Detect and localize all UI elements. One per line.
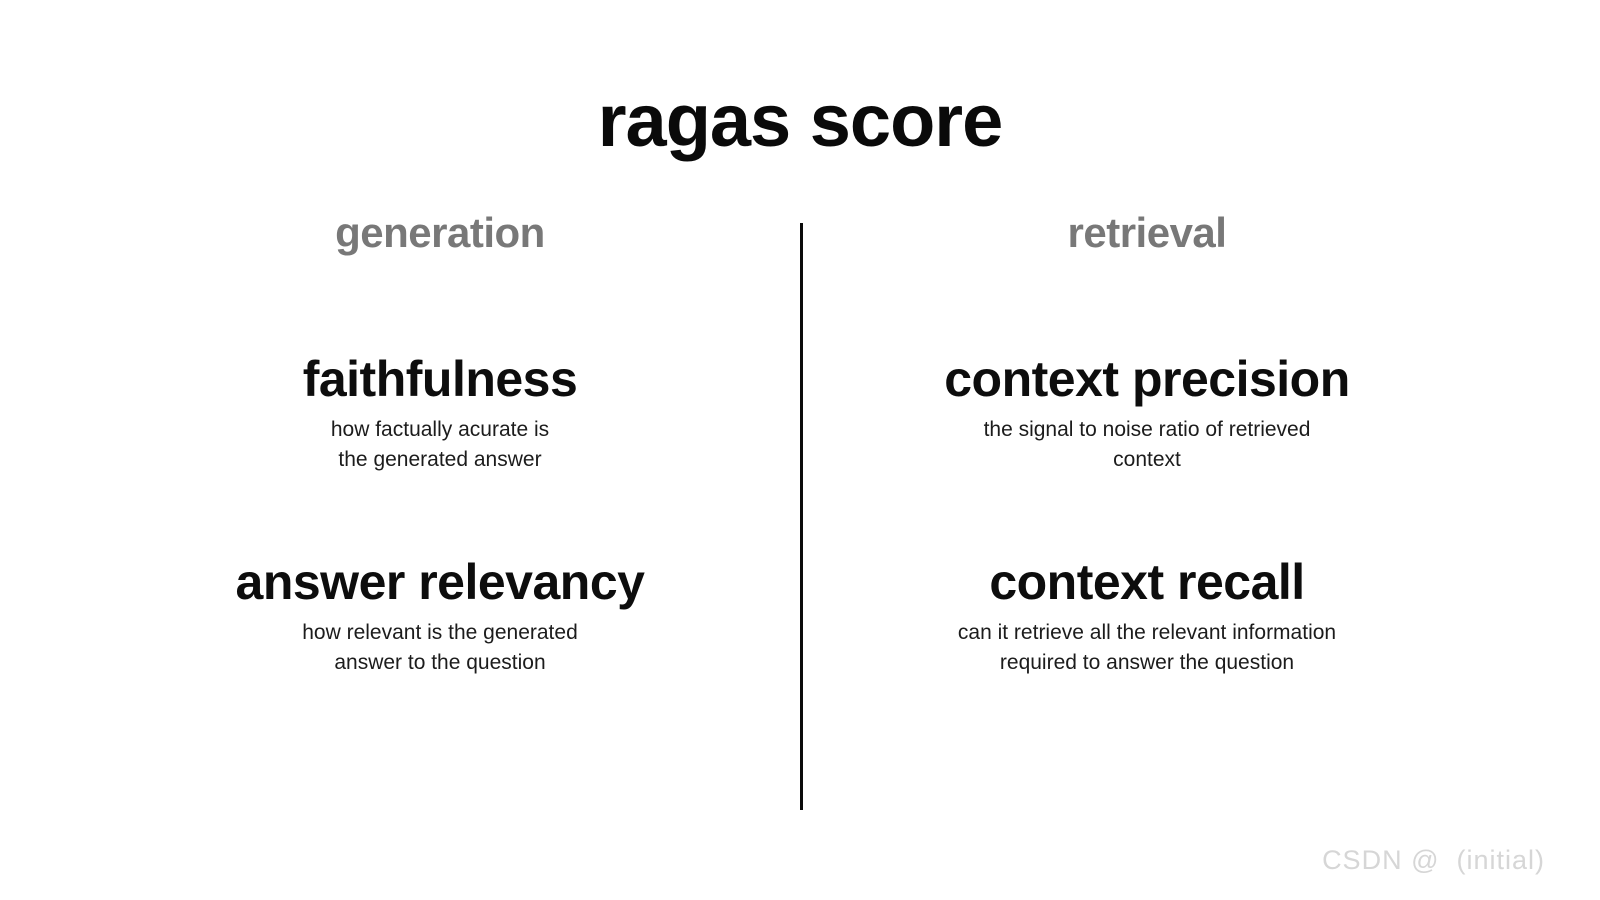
csdn-watermark: CSDN @ (initial): [1322, 845, 1545, 875]
generation-column-header: generation: [335, 209, 545, 256]
metric-context-precision-description: the signal to noise ratio of retrieved c…: [983, 418, 1311, 472]
metric-answer-relevancy: answer relevancy: [235, 554, 645, 611]
retrieval-column-header: retrieval: [1067, 209, 1227, 256]
generation-column: generation faithfulness how factually ac…: [80, 209, 800, 678]
retrieval-column: retrieval context precision the signal t…: [802, 209, 1492, 678]
metric-answer-relevancy-description: how relevant is the generated answer to …: [302, 621, 578, 675]
metric-faithfulness-description: how factually acurate is the generated a…: [330, 418, 550, 472]
metric-faithfulness: faithfulness: [302, 351, 578, 408]
metric-context-recall: context recall: [989, 554, 1305, 611]
metric-context-precision: context precision: [944, 351, 1350, 408]
metric-context-recall-description: can it retrieve all the relevant informa…: [957, 621, 1337, 675]
page-title: ragas score: [597, 79, 1004, 162]
column-divider-line: [800, 223, 803, 810]
